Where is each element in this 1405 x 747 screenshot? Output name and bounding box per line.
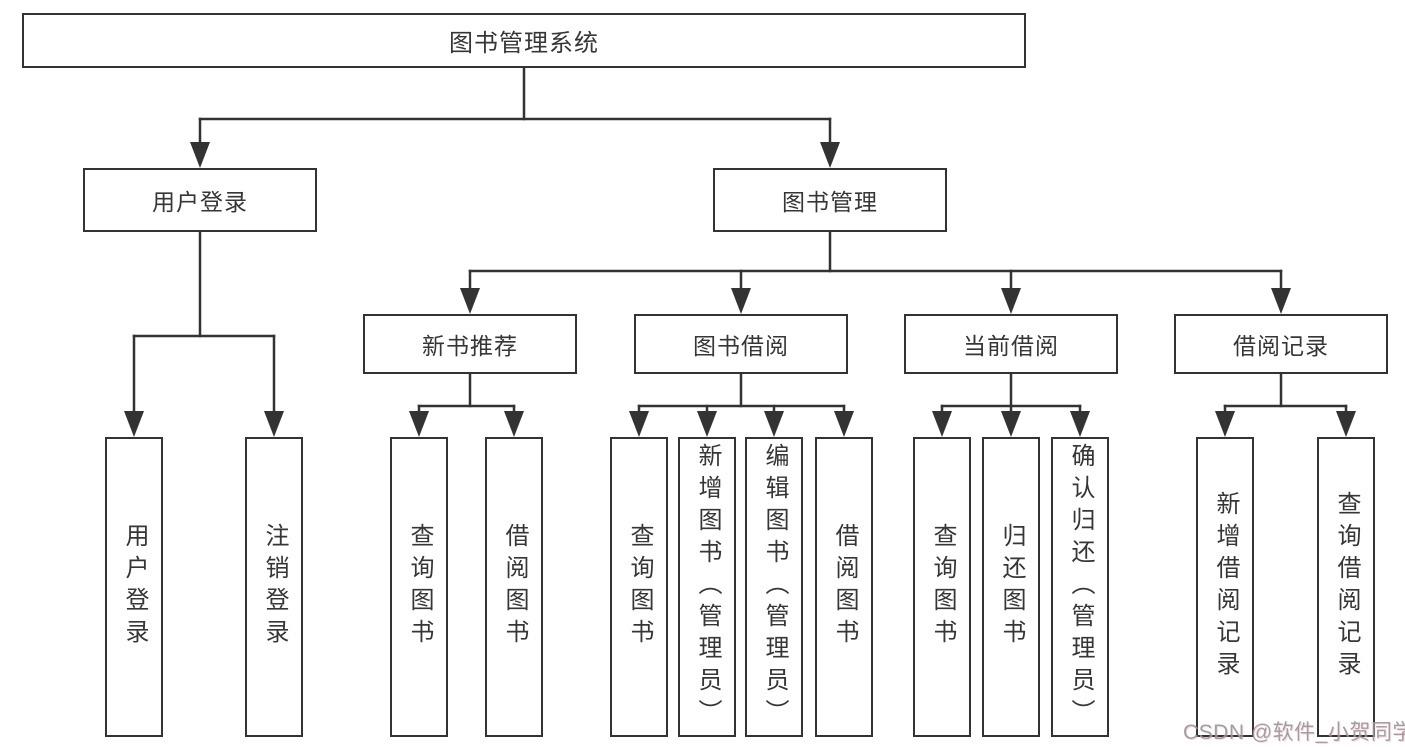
node-borrowing-records: 借阅记录 bbox=[1174, 314, 1388, 374]
node-add-book-admin: 新增图书（管理员） bbox=[678, 437, 736, 737]
node-current-borrowing: 当前借阅 bbox=[904, 314, 1118, 374]
node-logout: 注销登录 bbox=[245, 437, 303, 737]
node-confirm-return-admin: 确认归还（管理员） bbox=[1051, 437, 1109, 737]
node-borrow-books-recommend: 借阅图书 bbox=[485, 437, 543, 737]
node-user-login-group: 用户登录 bbox=[83, 168, 317, 232]
node-library-management-system: 图书管理系统 bbox=[22, 13, 1026, 68]
node-book-borrowing: 图书借阅 bbox=[634, 314, 848, 374]
node-return-book: 归还图书 bbox=[982, 437, 1040, 737]
node-query-books-recommend: 查询图书 bbox=[390, 437, 448, 737]
node-user-login: 用户登录 bbox=[105, 437, 163, 737]
node-new-book-recommend: 新书推荐 bbox=[363, 314, 577, 374]
node-borrow-books: 借阅图书 bbox=[815, 437, 873, 737]
node-query-books-current: 查询图书 bbox=[913, 437, 971, 737]
node-query-books-borrowing: 查询图书 bbox=[610, 437, 668, 737]
node-query-borrow-record: 查询借阅记录 bbox=[1317, 437, 1375, 737]
watermark: CSDN @软件_小贺同学 bbox=[1183, 721, 1405, 744]
node-edit-book-admin: 编辑图书（管理员） bbox=[745, 437, 803, 737]
node-book-management-group: 图书管理 bbox=[713, 168, 947, 232]
node-add-borrow-record: 新增借阅记录 bbox=[1196, 437, 1254, 737]
